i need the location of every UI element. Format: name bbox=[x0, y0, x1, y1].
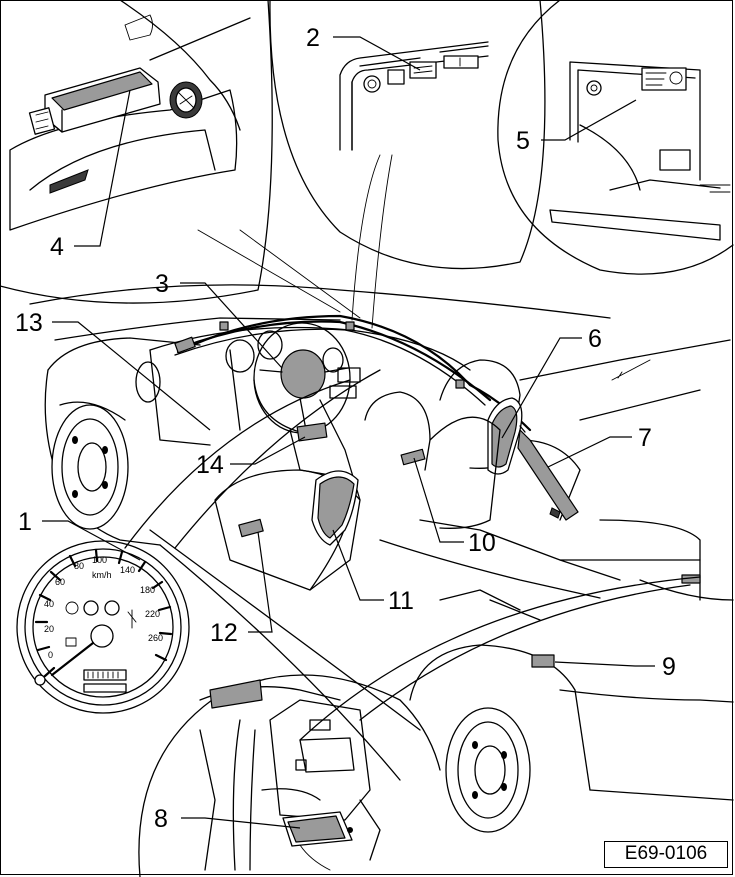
speed-scale-60: 60 bbox=[55, 577, 65, 587]
callout-3: 3 bbox=[155, 270, 169, 298]
callout-11: 11 bbox=[388, 587, 414, 615]
odometer-display bbox=[83, 669, 127, 681]
speed-scale-220: 220 bbox=[145, 609, 160, 619]
callout-labels: 1 2 3 4 5 6 7 8 9 10 11 12 13 14 bbox=[15, 24, 676, 833]
callout-8: 8 bbox=[154, 805, 168, 833]
callout-14: 14 bbox=[196, 451, 224, 479]
detail-bubble-bottom bbox=[138, 674, 441, 877]
speed-scale-260: 260 bbox=[148, 633, 163, 643]
speed-scale-20: 20 bbox=[44, 624, 54, 634]
airbag-off-icon bbox=[127, 609, 137, 629]
callout-6: 6 bbox=[588, 325, 602, 353]
abs-warning-icon bbox=[65, 601, 79, 615]
detail-bubble-top-right bbox=[497, 0, 734, 275]
detail-bubble-top-center bbox=[269, 0, 546, 270]
speed-scale-180: 180 bbox=[140, 585, 155, 595]
callout-13: 13 bbox=[15, 309, 43, 337]
speedometer-detail: 0 20 40 60 80 100 140 180 220 260 km/h bbox=[32, 548, 174, 698]
warning-label-detail bbox=[549, 61, 731, 241]
vehicle-body bbox=[29, 154, 734, 833]
leader-lines bbox=[42, 36, 655, 829]
callout-10: 10 bbox=[468, 529, 496, 557]
callout-4: 4 bbox=[50, 233, 64, 261]
speedometer-hub bbox=[90, 624, 114, 648]
speedometer-tick-marks bbox=[34, 548, 173, 678]
speed-scale-40: 40 bbox=[44, 599, 54, 609]
trip-display bbox=[83, 683, 127, 693]
detail-bubble-top-left bbox=[0, 0, 273, 304]
speed-scale-0: 0 bbox=[48, 650, 53, 660]
figure-reference-code: E69-0106 bbox=[604, 841, 728, 868]
speed-unit-label: km/h bbox=[92, 570, 112, 580]
callout-2: 2 bbox=[306, 24, 320, 52]
speed-scale-140: 140 bbox=[120, 565, 135, 575]
speed-scale-100: 100 bbox=[92, 555, 107, 565]
airbag-warning-icon bbox=[83, 600, 99, 616]
callout-7: 7 bbox=[638, 424, 652, 452]
callout-9: 9 bbox=[662, 653, 676, 681]
callout-1: 1 bbox=[18, 508, 32, 536]
connector-detail bbox=[199, 679, 381, 871]
callout-5: 5 bbox=[516, 127, 530, 155]
seatbelt-warning-icon bbox=[104, 600, 120, 616]
callout-12: 12 bbox=[210, 619, 238, 647]
deactivation-switch-detail bbox=[339, 41, 489, 151]
fuel-warning-icon bbox=[65, 637, 77, 647]
speed-scale-80: 80 bbox=[74, 561, 84, 571]
control-unit-detail bbox=[9, 0, 251, 231]
